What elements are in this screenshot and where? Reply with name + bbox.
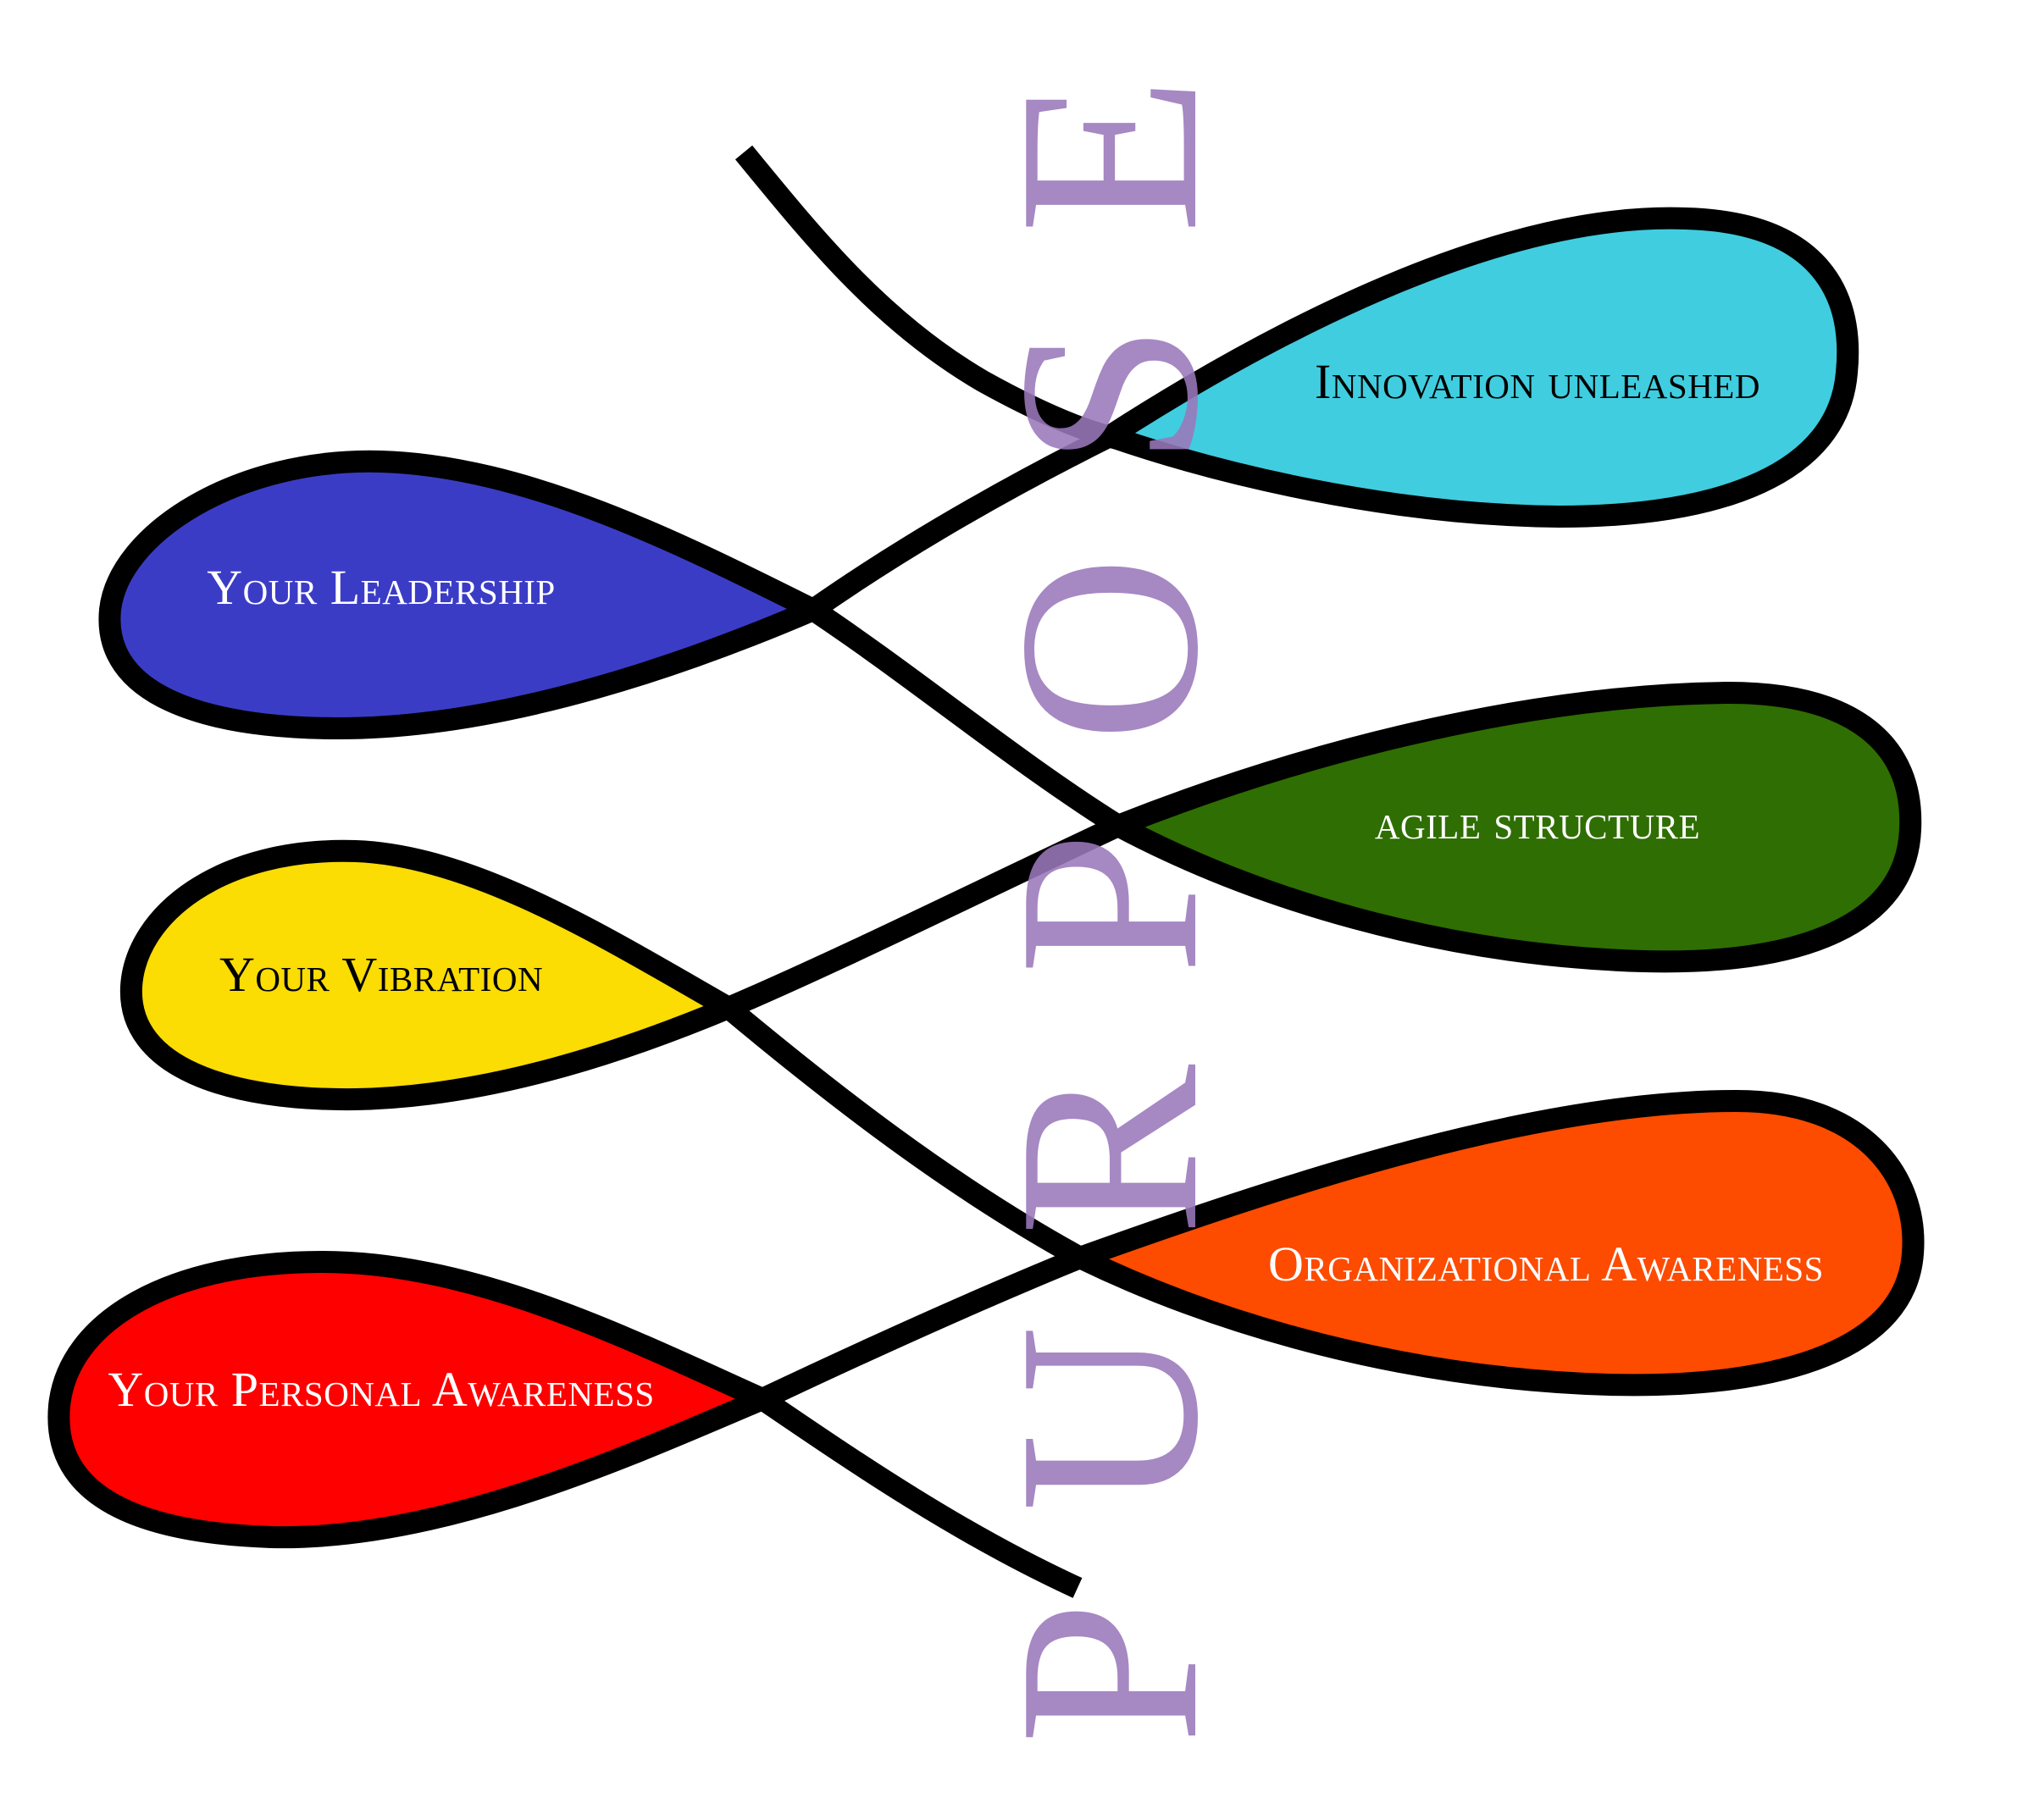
loops [47,207,1925,1549]
connector-vibration-org [721,999,1086,1268]
connector-agile-vibration [723,816,1123,1018]
loop-leadership [98,450,824,739]
connector-org-personal [757,1247,1084,1409]
label-org: Organizational Awareness [1268,1236,1824,1292]
label-leadership: Your Leadership [207,560,555,615]
connector-leadership-agile [806,600,1124,836]
purpose-watermark: PURPOSE [965,68,1251,1745]
connector-strokes [721,145,1129,1598]
label-agile: agile structure [1375,794,1700,849]
loop-agile [1107,682,1922,973]
loop-personal [47,1251,773,1549]
label-vibration: Your Vibration [219,947,543,1002]
loop-innovation [1099,207,1859,528]
label-personal: Your Personal Awareness [108,1362,654,1417]
loop-labels: Innovation unleashed Your Leadership agi… [108,354,1824,1417]
connector-top-tail [734,145,1129,451]
loop-vibration [119,839,740,1111]
label-innovation: Innovation unleashed [1315,354,1760,409]
connector-bottom-tail [756,1390,1083,1598]
loop-org [1069,1090,1925,1397]
connector-innovation-leadership [806,426,1115,619]
